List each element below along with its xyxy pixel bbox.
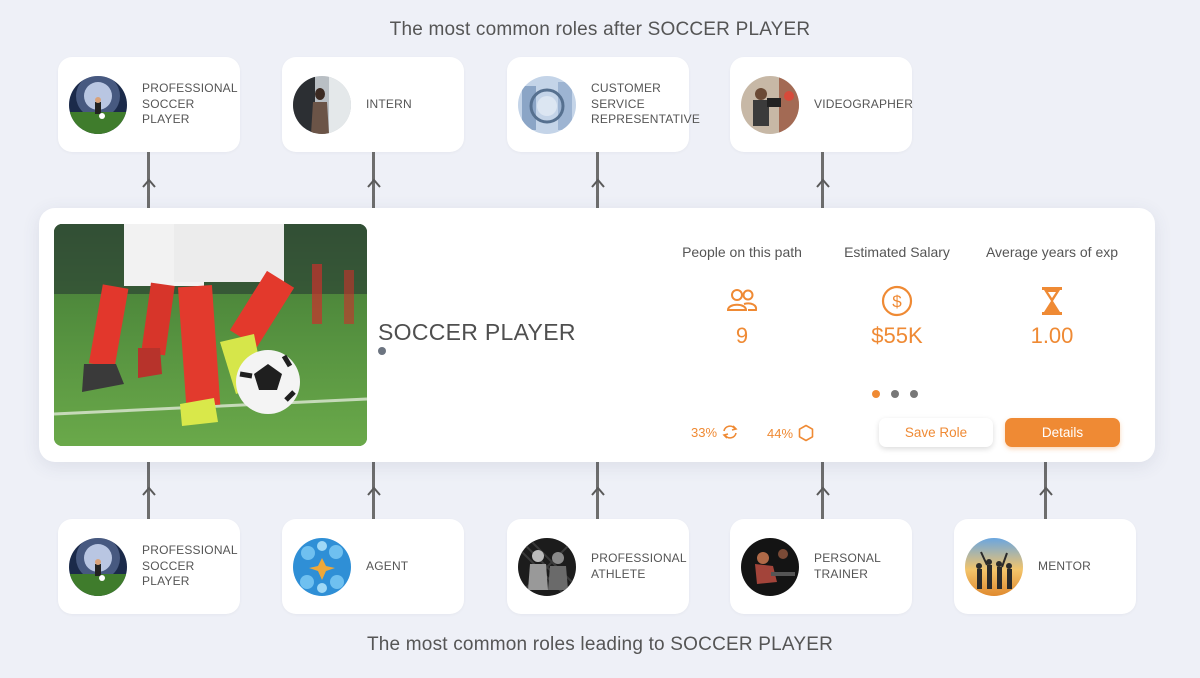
role-label: PROFESSIONAL SOCCER PLAYER <box>142 81 238 127</box>
arrow-up-icon <box>367 486 381 496</box>
connector-line <box>821 462 824 519</box>
role-label: AGENT <box>366 558 409 573</box>
section-title-previous-roles: The most common roles leading to SOCCER … <box>366 634 834 655</box>
pager-dot[interactable] <box>910 390 918 398</box>
arrow-up-icon <box>591 178 605 188</box>
role-indicator-dot <box>378 347 386 355</box>
hexagon-icon <box>798 424 814 442</box>
stat-average-years: Average years of exp 1.00 <box>977 244 1127 349</box>
details-button[interactable]: Details <box>1005 418 1120 447</box>
role-label: INTERN <box>366 96 412 111</box>
percentage-refresh: 33% <box>691 424 739 440</box>
people-icon <box>726 285 758 317</box>
connector-line <box>147 462 150 519</box>
role-label: PROFESSIONAL ATHLETE <box>591 551 687 581</box>
percentage-value: 44% <box>767 425 794 441</box>
current-role-title: SOCCER PLAYER <box>378 319 576 345</box>
role-label: MENTOR <box>1038 558 1091 573</box>
role-label: PERSONAL TRAINER <box>814 551 881 581</box>
stadium-player-avatar <box>69 537 127 596</box>
connector-line <box>372 462 375 519</box>
next-role-card-professional-soccer-player[interactable]: PROFESSIONAL SOCCER PLAYER <box>58 57 240 152</box>
blue-network-avatar <box>293 537 351 596</box>
stat-value: 9 <box>735 323 749 348</box>
stat-label: Estimated Salary <box>844 244 950 260</box>
stat-people-on-path: People on this path 9 <box>667 244 817 349</box>
previous-role-card-professional-soccer-player[interactable]: PROFESSIONAL SOCCER PLAYER <box>58 519 240 614</box>
previous-role-card-personal-trainer[interactable]: PERSONAL TRAINER <box>730 519 912 614</box>
section-title-next-roles: The most common roles after SOCCER PLAYE… <box>389 19 811 40</box>
arrow-up-icon <box>142 178 156 188</box>
previous-role-card-mentor[interactable]: MENTOR <box>954 519 1136 614</box>
stat-label: People on this path <box>682 244 802 260</box>
role-label: CUSTOMER SERVICE REPRESENTATIVE <box>591 81 701 127</box>
arrow-up-icon <box>367 178 381 188</box>
previous-role-card-agent[interactable]: AGENT <box>282 519 464 614</box>
save-role-button[interactable]: Save Role <box>879 418 993 447</box>
boxers-avatar <box>518 537 576 596</box>
arrow-up-icon <box>816 178 830 188</box>
role-label: VIDEOGRAPHER <box>814 96 914 111</box>
stat-estimated-salary: Estimated Salary $ $55K <box>822 244 972 349</box>
next-role-card-customer-service-representative[interactable]: CUSTOMER SERVICE REPRESENTATIVE <box>507 57 701 152</box>
percentage-hexagon: 44% <box>767 424 815 442</box>
stat-value: 1.00 <box>1030 323 1074 348</box>
stat-value: $55K <box>871 323 923 348</box>
connector-line <box>596 462 599 519</box>
role-label: PROFESSIONAL SOCCER PLAYER <box>142 543 238 589</box>
person-window-avatar <box>293 75 351 134</box>
connector-line <box>1044 462 1047 519</box>
arrow-up-icon <box>591 486 605 496</box>
stadium-player-avatar <box>69 75 127 134</box>
refresh-icon <box>722 425 738 439</box>
dollar-coin-icon: $ <box>881 285 913 317</box>
carousel-pager <box>872 390 918 398</box>
pager-dot[interactable] <box>891 390 899 398</box>
city-glass-avatar <box>518 75 576 134</box>
hourglass-icon <box>1036 285 1068 317</box>
previous-role-card-professional-athlete[interactable]: PROFESSIONAL ATHLETE <box>507 519 689 614</box>
sunset-group-avatar <box>965 537 1023 596</box>
stat-label: Average years of exp <box>985 244 1119 260</box>
gym-trainer-avatar <box>741 537 799 596</box>
current-role-card: SOCCER PLAYER People on this path 9 Esti… <box>39 208 1155 462</box>
percentage-value: 33% <box>691 424 718 440</box>
camera-operator-avatar <box>741 75 799 134</box>
arrow-up-icon <box>816 486 830 496</box>
svg-text:$: $ <box>892 292 902 311</box>
pager-dot-active[interactable] <box>872 390 880 398</box>
next-role-card-videographer[interactable]: VIDEOGRAPHER <box>730 57 914 152</box>
arrow-up-icon <box>1039 486 1053 496</box>
arrow-up-icon <box>142 486 156 496</box>
soccer-cleats-ball-image <box>54 224 367 446</box>
next-role-card-intern[interactable]: INTERN <box>282 57 464 152</box>
